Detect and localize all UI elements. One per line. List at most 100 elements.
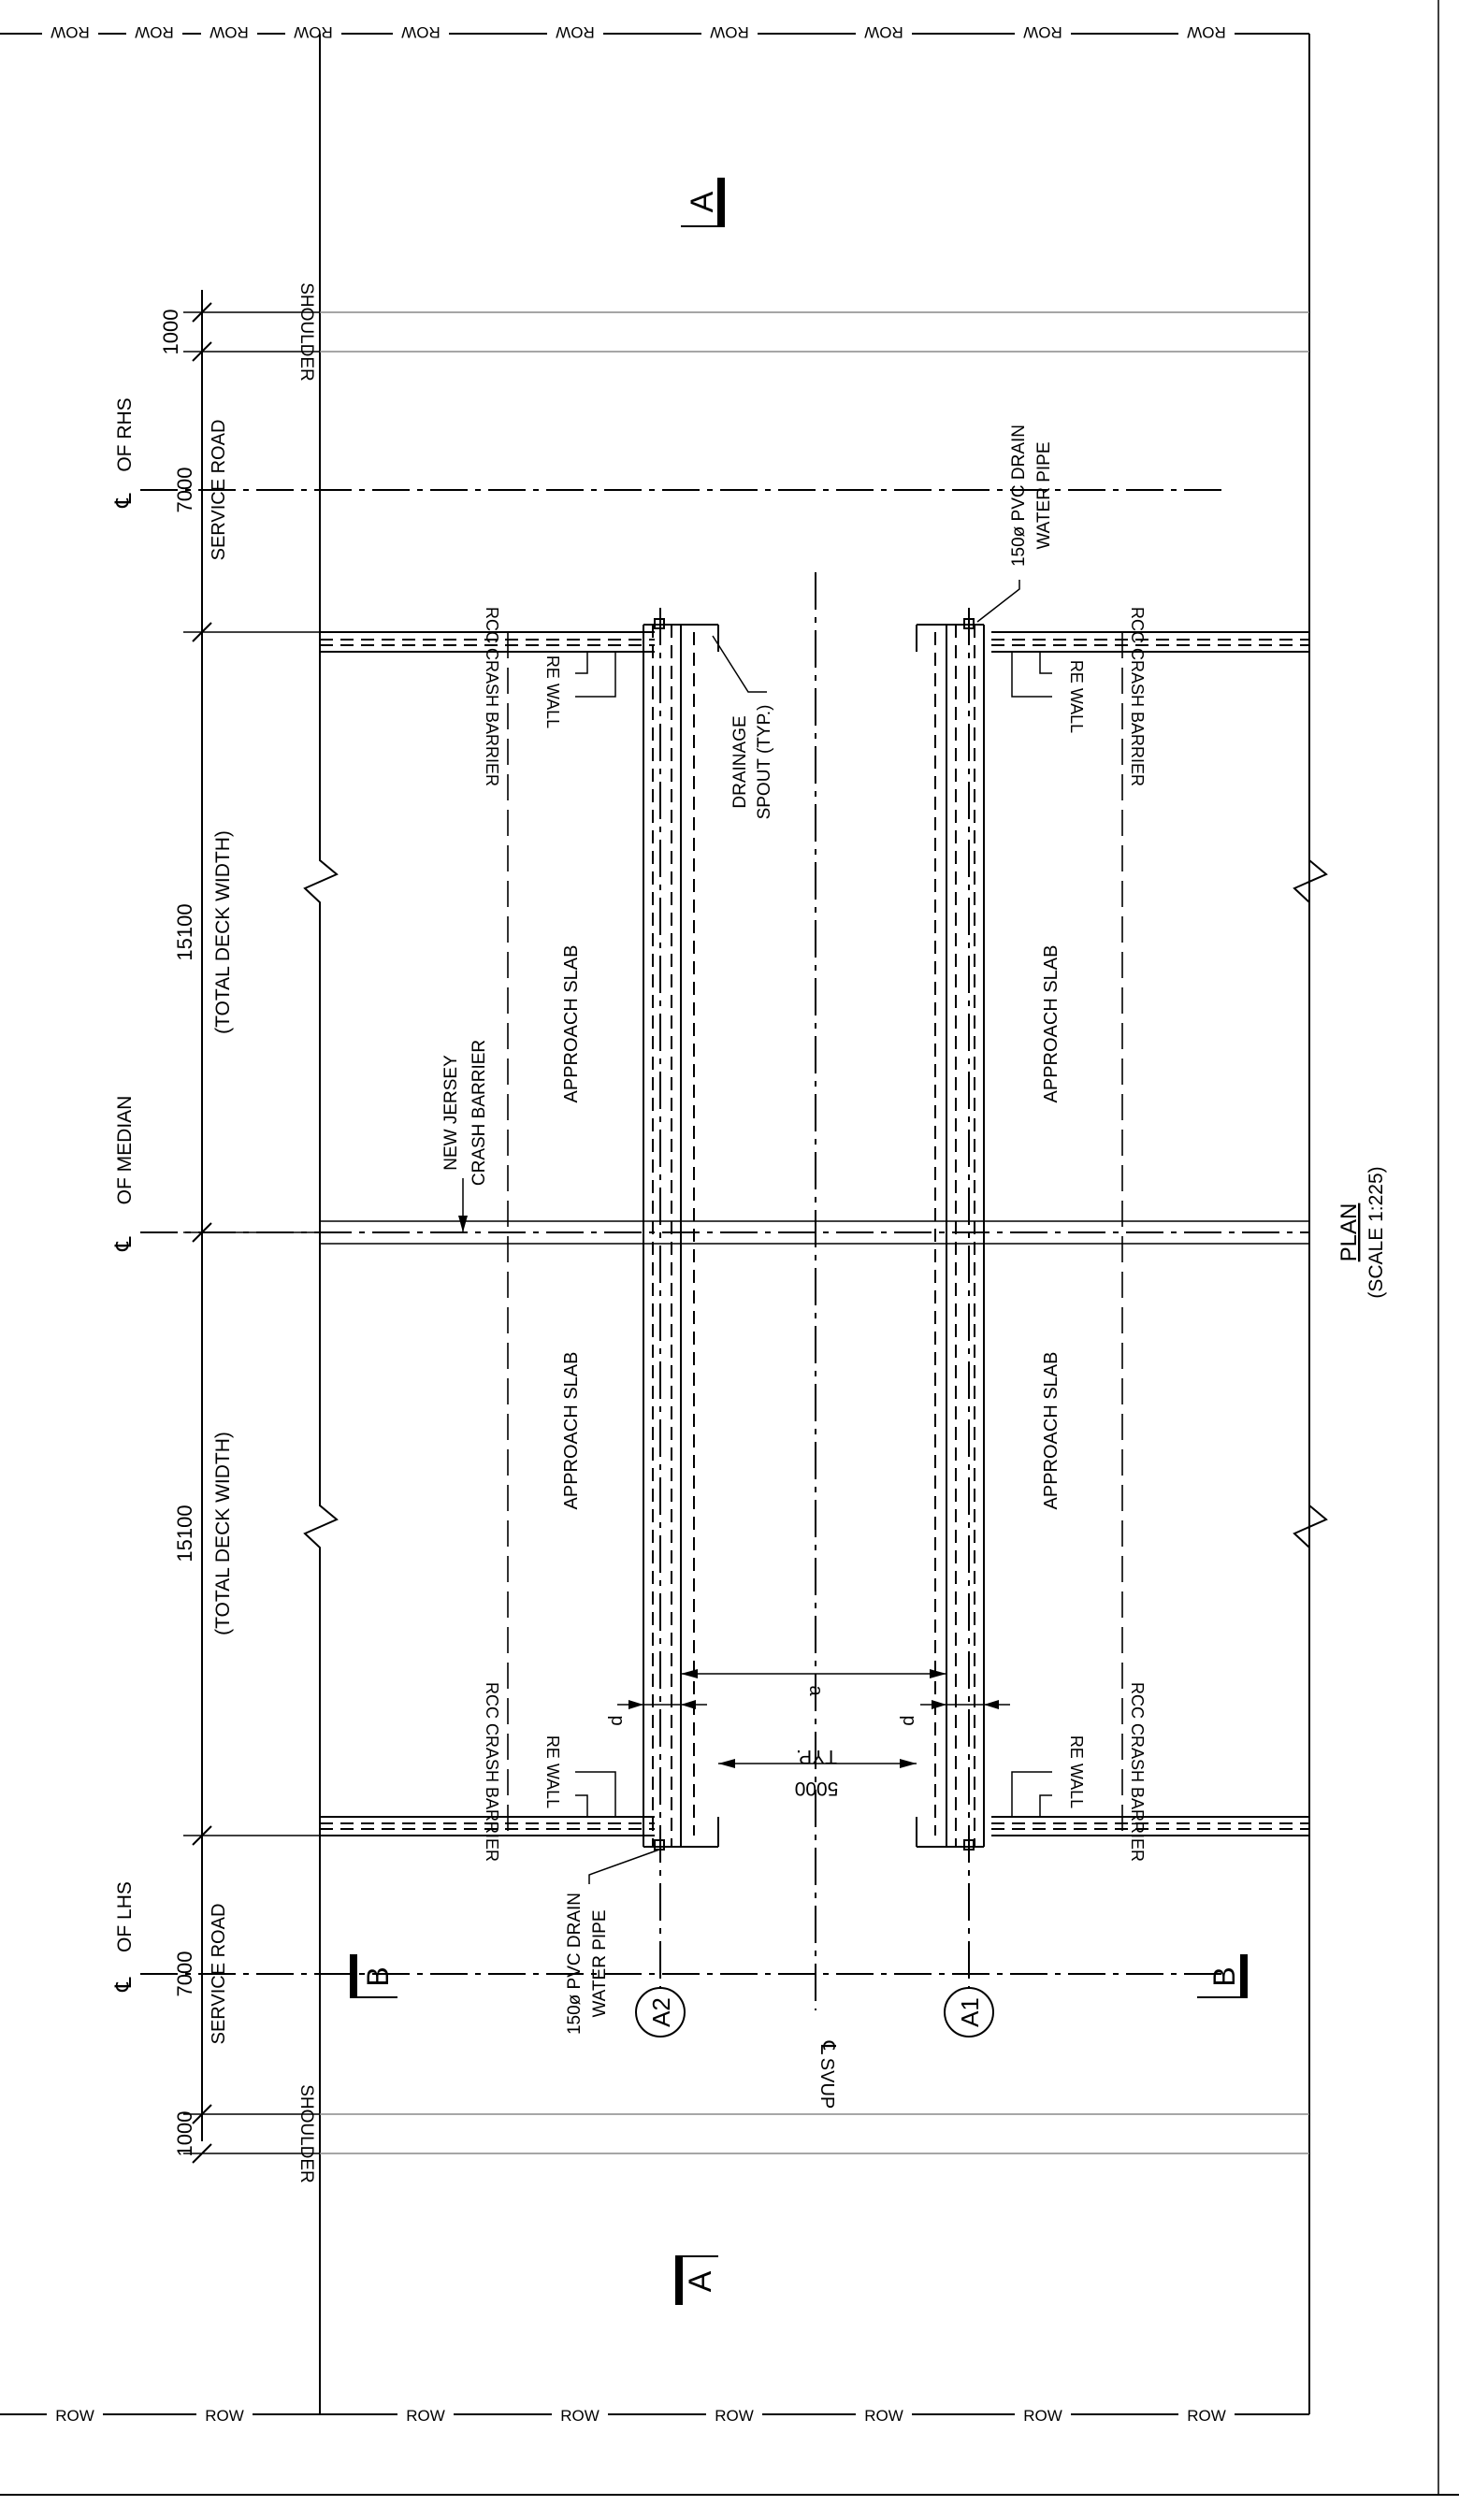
row-label: ROW [406, 2407, 445, 2425]
deck-edge-bottom [320, 1816, 1309, 1836]
row-label-mask [547, 24, 603, 43]
leader-lines [458, 580, 1052, 1884]
abutment-a1 [916, 608, 985, 1987]
label-cl-rhs: OF RHS [114, 397, 136, 471]
row-label: ROW [560, 2407, 599, 2425]
row-label-mask [1015, 2405, 1071, 2424]
row-label-mask [1178, 2405, 1235, 2424]
dimension-5000 [718, 1759, 917, 1768]
row-label: ROW [401, 23, 441, 41]
row-label: ROW [205, 2407, 244, 2425]
row-label: ROW [864, 23, 903, 41]
axis-bubble-a1 [944, 1987, 994, 2038]
cl-symbol-median: ℄ [111, 1236, 137, 1252]
section-marker-b-right [1197, 1954, 1248, 1998]
row-label: ROW [51, 23, 90, 41]
row-label: ROW [209, 23, 249, 41]
section-label-b-right: B [1207, 1966, 1241, 1986]
label-approach-slab-4: APPROACH SLAB [1041, 1352, 1062, 1510]
label-service-road-rhs: SERVICE ROAD [209, 420, 229, 561]
row-label: ROW [294, 23, 333, 41]
label-cl-lhs: OF LHS [114, 1881, 136, 1952]
label-rcc-3: RCC CRASH BARRIER [483, 1682, 501, 1862]
cl-symbol-rhs: ℄ [111, 493, 137, 509]
row-label-mask [856, 24, 912, 43]
row-labels-bottom: ROW ROW ROW ROW ROW ROW ROW ROW [47, 2405, 1235, 2425]
deck-edge-top [320, 631, 1309, 653]
row-label-mask [42, 24, 98, 43]
row-label: ROW [1187, 2407, 1226, 2425]
label-approach-slab-3: APPROACH SLAB [561, 1352, 582, 1510]
label-pvc-bottom-2: WATER PIPE [590, 1909, 610, 2017]
row-label: ROW [55, 2407, 94, 2425]
dim-service-rhs: 7000 [173, 468, 196, 513]
label-shoulder-rhs: SHOULDER [296, 282, 316, 382]
label-shoulder-lhs: SHOULDER [296, 2084, 316, 2183]
label-pvc-top-2: WATER PIPE [1034, 441, 1054, 549]
row-label-mask [706, 2405, 762, 2424]
label-pvc-bottom-1: 150ø PVC DRAIN [565, 1893, 585, 2035]
row-label-mask [856, 2405, 912, 2424]
dim-deck-lower: 15100 [173, 1505, 196, 1562]
row-label-mask [701, 24, 758, 43]
section-marker-a-top [681, 178, 725, 227]
row-label: ROW [1023, 2407, 1062, 2425]
left-boundary [303, 34, 339, 2414]
label-approach-slab-1: APPROACH SLAB [561, 945, 582, 1103]
section-marker-a-bottom [675, 2255, 718, 2305]
row-label-mask [1178, 24, 1235, 43]
plan-title: PLAN [1336, 1203, 1362, 1262]
label-re-wall-2: RE WALL [1067, 660, 1086, 733]
label-re-wall-1: RE WALL [543, 655, 562, 728]
row-label-mask [196, 2405, 253, 2424]
label-re-wall-4: RE WALL [1067, 1735, 1086, 1808]
axis-label-a1: A1 [956, 1997, 984, 2027]
row-label-mask [126, 24, 182, 43]
label-cl-median: OF MEDIAN [114, 1096, 136, 1205]
dim-d-left: p [607, 1715, 628, 1725]
label-rcc-1: RCC CRASH BARRIER [483, 607, 501, 786]
row-label: ROW [710, 23, 749, 41]
label-rcc-4: RCC CRASH BARRIER [1128, 1682, 1147, 1862]
row-label-mask [47, 2405, 103, 2424]
abutment-a2 [643, 608, 719, 1987]
label-rcc-2: RCC CRASH BARRIER [1128, 607, 1147, 786]
shoulder-lhs [320, 2113, 1309, 2154]
label-service-road-lhs: SERVICE ROAD [209, 1904, 229, 2045]
label-pvc-top-1: 150ø PVC DRAIN [1009, 425, 1029, 567]
row-label: ROW [1023, 23, 1062, 41]
row-label: ROW [1187, 23, 1226, 41]
dim-5000: 5000 [795, 1778, 839, 1799]
section-label-a-top: A [685, 191, 720, 212]
row-label: ROW [864, 2407, 903, 2425]
approach-slab-outline [507, 632, 1123, 1836]
section-label-b-left: B [361, 1966, 395, 1986]
dim-service-lhs: 7000 [173, 1951, 196, 1997]
dimension-chain-left [183, 290, 320, 2164]
row-boundary-top [0, 33, 1310, 2414]
dim-shoulder-lhs: 1000 [173, 2111, 196, 2157]
dim-typ: TYP. [796, 1746, 837, 1767]
label-drainage-1: DRAINAGE [730, 715, 750, 808]
dim-a: a [805, 1685, 826, 1696]
dimension-bottom-a [681, 1669, 946, 1678]
label-total-deck-width-upper: (TOTAL DECK WIDTH) [212, 830, 234, 1034]
row-label: ROW [556, 23, 595, 41]
row-label: ROW [715, 2407, 754, 2425]
dim-d-right: p [899, 1715, 919, 1725]
dim-shoulder-rhs: 1000 [159, 310, 182, 355]
label-drainage-2: SPOUT (TYP.) [755, 705, 774, 820]
section-label-a-bottom: A [683, 2270, 718, 2292]
row-label-mask [393, 24, 449, 43]
shoulder-rhs [320, 311, 1309, 353]
row-label-mask [1015, 24, 1071, 43]
cl-symbol-lhs: ℄ [111, 1977, 137, 1993]
axis-label-a2: A2 [647, 1997, 675, 2027]
row-label-mask [285, 24, 341, 43]
dimension-bottom-d [617, 1700, 1010, 1709]
label-re-wall-3: RE WALL [543, 1735, 562, 1808]
label-approach-slab-2: APPROACH SLAB [1041, 945, 1062, 1103]
axis-bubble-a2 [635, 1987, 686, 2038]
